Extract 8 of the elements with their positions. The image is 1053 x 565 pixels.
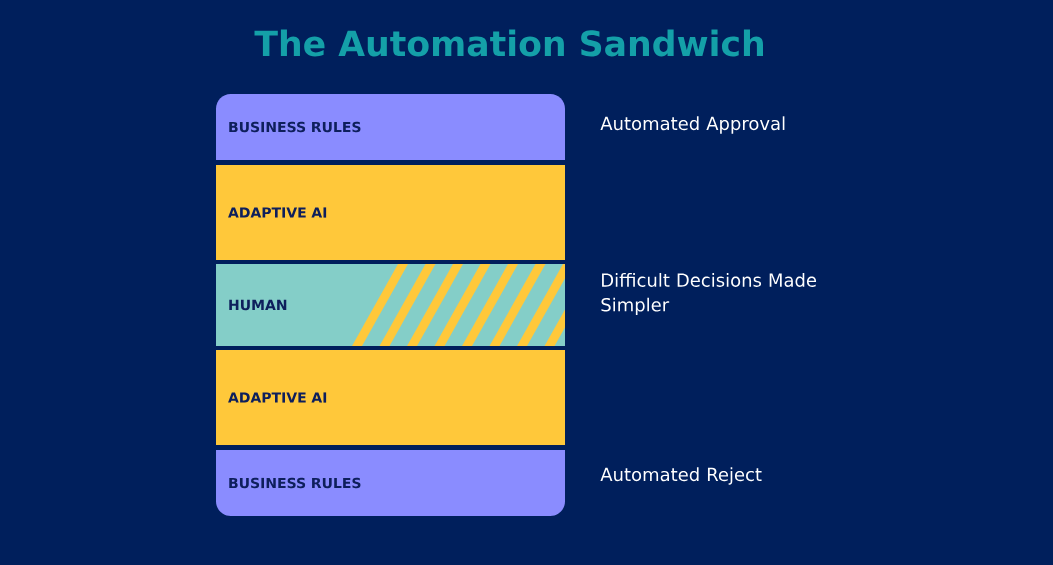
side-label: Automated Approval	[600, 116, 785, 134]
layer-band: BUSINESS RULES	[216, 450, 565, 516]
layer-band: BUSINESS RULES	[216, 94, 565, 160]
side-label: Difficult Decisions Made Simpler	[601, 272, 817, 316]
layer-band: ADAPTIVE AI	[216, 350, 565, 445]
layer-band: ADAPTIVE AI	[216, 165, 565, 260]
title: The Automation Sandwich	[254, 29, 763, 57]
side-label: Automated Reject	[600, 467, 762, 485]
